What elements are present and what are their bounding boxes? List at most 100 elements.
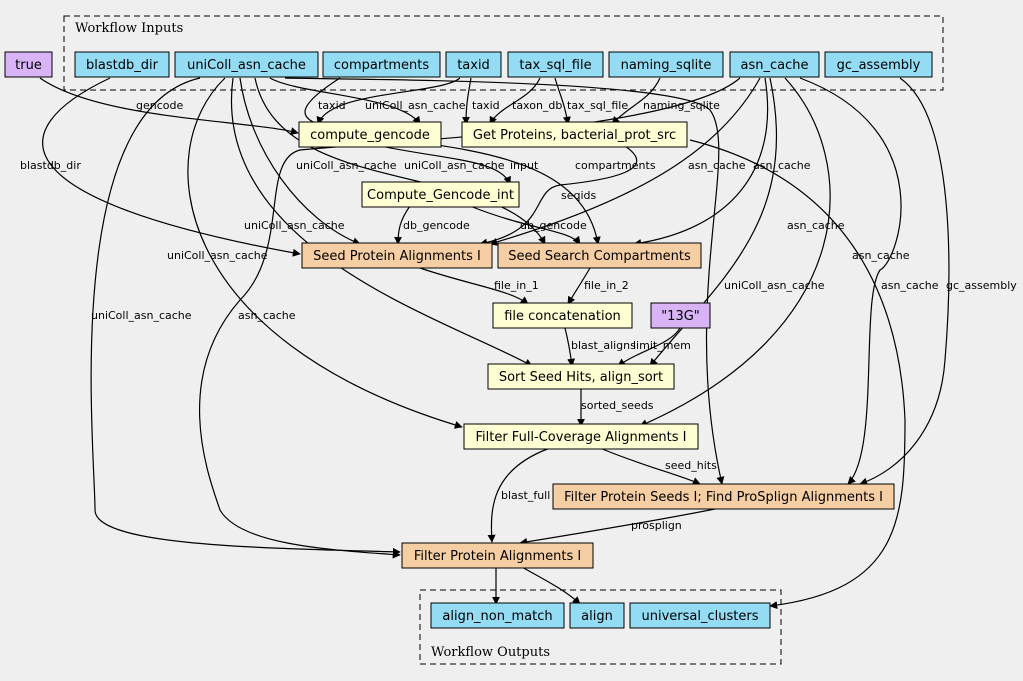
- edge-label-unicoll-filter-protein: uniColl_asn_cache: [91, 309, 192, 322]
- edge-label-limit-mem: limit_mem: [633, 339, 691, 352]
- node-subworkflow-filter-seeds-prosplign[interactable]: Filter Protein Seeds I; Find ProSplign A…: [552, 483, 895, 510]
- node-label: compute_gencode: [310, 128, 430, 143]
- node-input-gc-assembly[interactable]: gc_assembly: [824, 51, 933, 78]
- node-input-blastdb-dir[interactable]: blastdb_dir: [74, 51, 170, 78]
- node-input-asn-cache[interactable]: asn_cache: [729, 51, 820, 78]
- edge-asncache-to-filter-seeds: [799, 77, 902, 485]
- node-output-align-non-match[interactable]: align_non_match: [430, 602, 565, 629]
- node-step-sort-seed-hits[interactable]: Sort Seed Hits, align_sort: [487, 363, 675, 390]
- cluster-inputs-label: Workflow Inputs: [75, 21, 183, 36]
- node-label: asn_cache: [741, 58, 809, 73]
- edge-label-taxid-2: taxid: [472, 99, 500, 112]
- node-input-compartments[interactable]: compartments: [322, 51, 441, 78]
- node-label: gc_assembly: [837, 58, 921, 73]
- edge-asncache-to-seed-protein: [489, 77, 761, 246]
- edge-label-unicoll-filter-seeds: uniColl_asn_cache: [724, 279, 825, 292]
- node-label: align_non_match: [442, 609, 552, 624]
- node-label: blastdb_dir: [86, 58, 159, 73]
- node-label: align: [581, 609, 613, 624]
- node-input-unicoll-asn-cache[interactable]: uniColl_asn_cache: [174, 51, 319, 78]
- edge-unicoll-to-seed-search: [254, 77, 546, 245]
- node-label: taxid: [457, 58, 490, 73]
- node-subworkflow-seed-search[interactable]: Seed Search Compartments: [497, 242, 702, 269]
- node-step-filter-full-coverage[interactable]: Filter Full-Coverage Alignments I: [463, 423, 699, 450]
- node-input-taxid[interactable]: taxid: [445, 51, 502, 78]
- node-step-get-proteins[interactable]: Get Proteins, bacterial_prot_src: [461, 121, 688, 148]
- edge-int-to-seed-protein: [394, 205, 411, 245]
- edge-taxsql-to-get-proteins: [554, 77, 571, 125]
- node-label: Filter Protein Alignments I: [414, 549, 581, 564]
- edge-seed-protein-to-concat: [419, 267, 529, 305]
- edge-filter-seeds-to-filter-protein: [519, 507, 721, 546]
- edge-label-unicoll-getproteins: uniColl_asn_cache: [365, 99, 466, 112]
- node-label: file concatenation: [504, 309, 621, 324]
- edge-filter-full-to-filter-seeds: [599, 447, 701, 485]
- edge-label-asn-cache-filter-seeds: asn_cache: [881, 279, 939, 292]
- edge-blastdb-to-seed-protein: [42, 77, 301, 257]
- edges: [39, 77, 950, 610]
- cluster-workflow-outputs: Workflow Outputs: [419, 589, 782, 665]
- edge-label-unicoll-seed-search: uniColl_asn_cache: [404, 159, 505, 172]
- edge-label-compartments: compartments: [575, 159, 656, 172]
- edge-label-tax-sql-file: tax_sql_file: [567, 99, 628, 112]
- node-output-universal-clusters[interactable]: universal_clusters: [629, 602, 771, 629]
- nodes: true blastdb_dir uniColl_asn_cache compa…: [4, 51, 933, 629]
- node-label: Sort Seed Hits, align_sort: [499, 370, 663, 385]
- edge-filter-protein-to-align: [519, 565, 581, 605]
- edge-label-asn-cache-1: asn_cache: [688, 159, 746, 172]
- node-label: Compute_Gencode_int: [367, 188, 514, 203]
- edge-label-blastdb-dir: blastdb_dir: [20, 159, 81, 172]
- edge-getproteins-to-seed-protein: [479, 145, 638, 247]
- edge-label-blast-aligns: blast_aligns: [571, 339, 636, 352]
- node-constant-13g[interactable]: "13G": [650, 302, 711, 329]
- node-label: Filter Full-Coverage Alignments I: [475, 430, 686, 445]
- edge-label-gc-assembly: gc_assembly: [946, 279, 1017, 292]
- edge-unicoll-to-sort-seed: [230, 77, 533, 367]
- node-label: "13G": [661, 309, 700, 324]
- node-label: tax_sql_file: [519, 58, 591, 73]
- node-label: true: [15, 58, 42, 73]
- edge-taxid-to-compute-gencode: [316, 77, 461, 125]
- edge-gcassembly-to-filter-seeds: [859, 77, 950, 486]
- node-label: uniColl_asn_cache: [187, 58, 306, 73]
- node-subworkflow-filter-protein[interactable]: Filter Protein Alignments I: [401, 542, 594, 569]
- edge-taxid-to-get-proteins: [462, 77, 472, 125]
- edge-label-asn-cache-sort: asn_cache: [787, 219, 845, 232]
- node-step-file-concatenation[interactable]: file concatenation: [492, 302, 633, 329]
- cluster-workflow-inputs: Workflow Inputs: [63, 15, 944, 91]
- edge-label-naming-sqlite: naming_sqlite: [643, 99, 720, 112]
- node-label: naming_sqlite: [621, 58, 712, 73]
- node-label: Seed Protein Alignments I: [313, 249, 481, 264]
- node-label: Filter Protein Seeds I; Find ProSplign A…: [564, 490, 883, 505]
- node-label: Get Proteins, bacterial_prot_src: [473, 128, 676, 143]
- edge-unicoll-to-get-proteins: [269, 77, 421, 125]
- node-subworkflow-seed-protein[interactable]: Seed Protein Alignments I: [301, 242, 493, 269]
- node-input-naming-sqlite[interactable]: naming_sqlite: [608, 51, 724, 78]
- node-label: compartments: [334, 58, 429, 73]
- node-step-compute-gencode-int[interactable]: Compute_Gencode_int: [361, 181, 520, 208]
- edge-unicoll-to-filter-full: [187, 77, 463, 429]
- edge-filter-full-to-filter-protein: [487, 447, 551, 543]
- edge-unicoll-to-seed-protein: [239, 77, 361, 246]
- edge-labels: gencode taxid taxid uniColl_asn_cache ta…: [20, 99, 1017, 532]
- node-input-tax-sql-file[interactable]: tax_sql_file: [507, 51, 604, 78]
- node-output-align[interactable]: align: [569, 602, 625, 629]
- edge-label-db-gencode-1: db_gencode: [403, 219, 470, 232]
- edge-label-gencode: gencode: [136, 99, 183, 112]
- edge-label-seed-hits: seed_hits: [665, 459, 717, 472]
- edge-label-taxid-1: taxid: [318, 99, 346, 112]
- edge-label-asn-cache-2: asn_cache: [753, 159, 811, 172]
- edge-naming-to-get-proteins: [611, 77, 661, 125]
- edge-label-asn-cache-filter-protein: asn_cache: [238, 309, 296, 322]
- edge-true-to-compute-gencode: [39, 77, 299, 135]
- node-step-compute-gencode[interactable]: compute_gencode: [298, 121, 442, 148]
- edge-label-asn-cache-filter-full: asn_cache: [852, 249, 910, 262]
- edge-label-input: input: [510, 159, 539, 172]
- edge-label-unicoll-filter-full: uniColl_asn_cache: [167, 249, 268, 262]
- edge-label-taxon-db: taxon_db: [512, 99, 562, 112]
- edge-label-blast-full: blast_full: [501, 489, 550, 502]
- edge-int-to-seed-search: [469, 205, 581, 245]
- edge-asncache-to-seed-search: [633, 77, 769, 247]
- node-true-constant[interactable]: true: [4, 51, 53, 78]
- edge-compute-gencode-to-int: [379, 145, 511, 185]
